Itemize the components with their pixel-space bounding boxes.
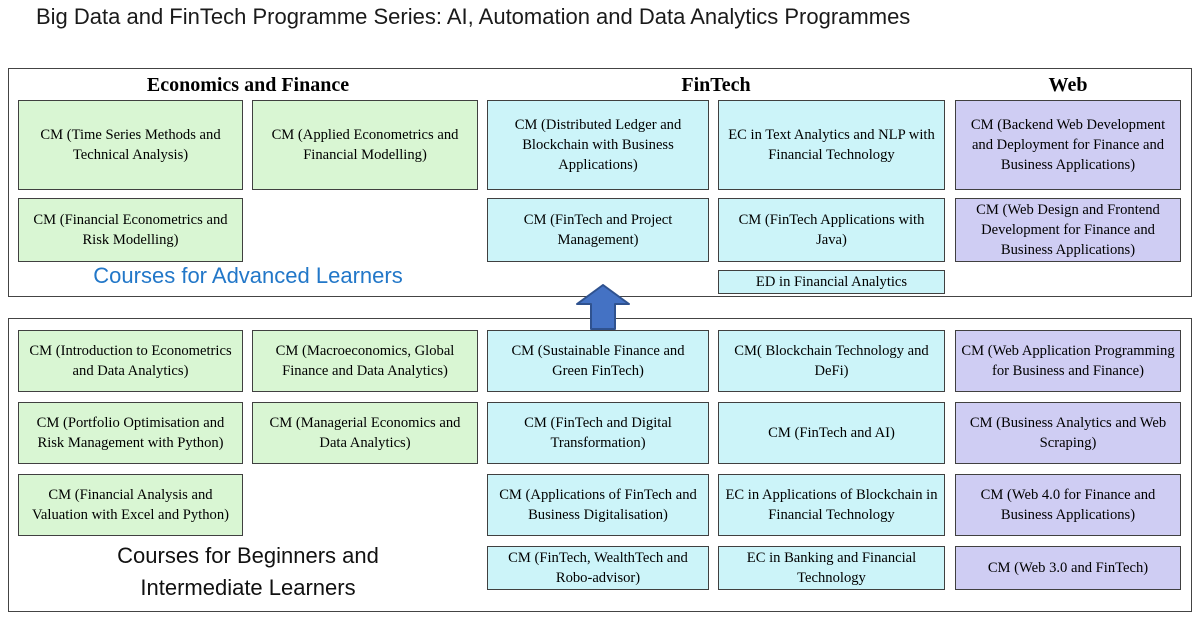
column-header-fintech: FinTech	[681, 74, 751, 96]
course-box: CM (FinTech, WealthTech and Robo-advisor…	[487, 546, 709, 590]
course-box: CM (Business Analytics and Web Scraping)	[955, 402, 1181, 464]
course-box: CM (Applied Econometrics and Financial M…	[252, 100, 478, 190]
course-box: EC in Applications of Blockchain in Fina…	[718, 474, 945, 536]
course-box: CM (Time Series Methods and Technical An…	[18, 100, 243, 190]
course-box: CM (FinTech and AI)	[718, 402, 945, 464]
course-box: CM (Macroeconomics, Global Finance and D…	[252, 330, 478, 392]
column-header-economics-finance: Economics and Finance	[146, 74, 350, 96]
course-box: CM (FinTech and Digital Transformation)	[487, 402, 709, 464]
course-box: CM (Introduction to Econometrics and Dat…	[18, 330, 243, 392]
course-box: CM (Distributed Ledger and Blockchain wi…	[487, 100, 709, 190]
course-box: CM (FinTech Applications with Java)	[718, 198, 945, 262]
course-box: CM (Sustainable Finance and Green FinTec…	[487, 330, 709, 392]
course-box: CM (Financial Econometrics and Risk Mode…	[18, 198, 243, 262]
course-box: CM (Web 3.0 and FinTech)	[955, 546, 1181, 590]
course-box: CM (Backend Web Development and Deployme…	[955, 100, 1181, 190]
course-box: CM (Managerial Economics and Data Analyt…	[252, 402, 478, 464]
course-box: CM( Blockchain Technology and DeFi)	[718, 330, 945, 392]
course-box: ED in Financial Analytics	[718, 270, 945, 294]
course-box: CM (Financial Analysis and Valuation wit…	[18, 474, 243, 536]
course-box: CM (FinTech and Project Management)	[487, 198, 709, 262]
beginner-learners-label: Courses for Beginners and Intermediate L…	[18, 540, 478, 604]
course-box: CM (Web Application Programming for Busi…	[955, 330, 1181, 392]
column-header-web: Web	[1048, 74, 1088, 96]
page-title: Big Data and FinTech Programme Series: A…	[36, 4, 911, 29]
course-box: CM (Portfolio Optimisation and Risk Mana…	[18, 402, 243, 464]
up-arrow-icon	[576, 284, 630, 330]
beginner-label-line1: Courses for Beginners and	[117, 543, 379, 568]
beginner-label-line2: Intermediate Learners	[140, 575, 356, 600]
advanced-learners-label: Courses for Advanced Learners	[93, 263, 403, 288]
course-box: CM (Applications of FinTech and Business…	[487, 474, 709, 536]
course-box: EC in Text Analytics and NLP with Financ…	[718, 100, 945, 190]
course-box: CM (Web Design and Frontend Development …	[955, 198, 1181, 262]
course-box: EC in Banking and Financial Technology	[718, 546, 945, 590]
course-box: CM (Web 4.0 for Finance and Business App…	[955, 474, 1181, 536]
